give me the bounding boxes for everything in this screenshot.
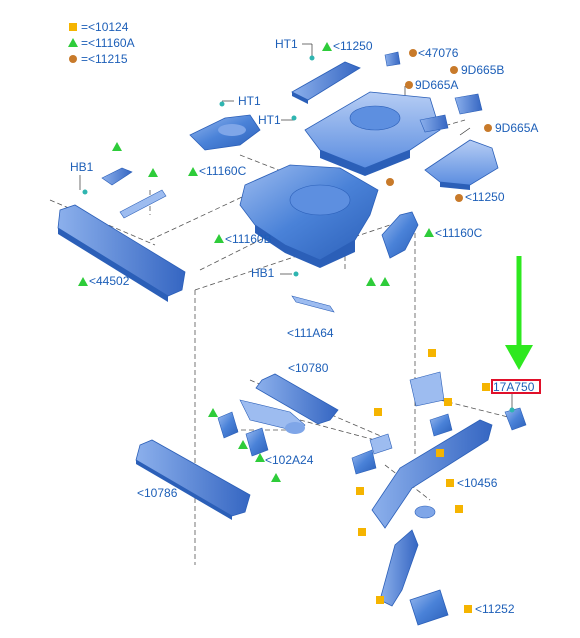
triangle-icon	[271, 473, 281, 482]
triangle-icon	[214, 234, 224, 243]
part-11160C-left	[189, 114, 261, 151]
highlight-box-17A750	[491, 379, 541, 394]
callout-44502: <44502	[89, 274, 130, 288]
callout-11250-top: <11250	[333, 39, 373, 53]
triangle-icon	[255, 453, 265, 462]
triangle-icon	[238, 440, 248, 449]
callout-111A64: <111A64	[287, 326, 334, 340]
square-icon	[374, 408, 382, 416]
part-10786	[135, 439, 251, 520]
square-icon	[428, 349, 436, 357]
legend-triangle-icon	[68, 38, 78, 47]
callout-9D665B: 9D665B	[461, 63, 505, 77]
circle-icon	[409, 49, 417, 57]
legend-entry-11215: =<11215	[81, 52, 128, 66]
callout-hb1-mid: HB1	[251, 266, 275, 280]
callout-10456: <10456	[457, 476, 498, 490]
triangle-icon	[424, 228, 434, 237]
brackets-hb1-left	[101, 167, 167, 219]
legend-entry-11160A: =<11160A	[81, 36, 135, 50]
square-icon	[356, 487, 364, 495]
triangle-icon	[380, 277, 390, 286]
callout-9D665A-right: 9D665A	[495, 121, 539, 135]
callout-47076: <47076	[418, 46, 459, 60]
callout-ht1-top: HT1	[275, 37, 298, 51]
callout-9D665A-left: 9D665A	[415, 78, 459, 92]
part-111A64	[291, 295, 335, 313]
part-11252	[379, 529, 449, 626]
triangle-icon	[322, 42, 332, 51]
part-10456	[351, 371, 493, 529]
callout-10786: <10786	[137, 486, 178, 500]
callout-11160C-left: <11160C	[199, 164, 247, 178]
square-icon	[482, 383, 490, 391]
part-11160C-right	[381, 211, 419, 259]
square-icon	[436, 449, 444, 457]
triangle-icon	[366, 277, 376, 286]
rear-floor-panel	[304, 91, 441, 176]
callout-102A24: <102A24	[265, 453, 314, 467]
circle-icon	[405, 81, 413, 89]
callout-ht1-low: HT1	[258, 113, 281, 127]
callout-10780: <10780	[288, 361, 329, 375]
callout-11250-right: <11250	[465, 190, 505, 204]
legend-circle-icon	[69, 55, 77, 63]
clip-markers	[82, 55, 515, 413]
triangle-icon	[208, 408, 218, 417]
triangle-icon	[78, 277, 88, 286]
legend-entry-10124: =<10124	[81, 20, 129, 34]
circle-icon	[450, 66, 458, 74]
part-44502	[57, 204, 186, 302]
circle-icon	[484, 124, 492, 132]
circle-icon	[455, 194, 463, 202]
panel-11250-top	[291, 61, 361, 104]
square-icon	[444, 398, 452, 406]
triangle-icon	[112, 142, 122, 151]
callout-11160B: <11160B	[225, 232, 272, 246]
circle-icon	[386, 178, 394, 186]
triangle-icon	[148, 168, 158, 177]
part-102A24	[217, 411, 269, 457]
callout-ht1-mid: HT1	[238, 94, 261, 108]
callout-11252: <11252	[475, 602, 515, 616]
small-brackets-top-right	[384, 51, 483, 133]
square-icon	[464, 605, 472, 613]
indicator-arrow	[505, 256, 533, 370]
callout-17A750: 17A750	[493, 380, 535, 394]
square-icon	[455, 505, 463, 513]
callout-hb1-left: HB1	[70, 160, 94, 174]
legend-square-icon	[69, 23, 77, 31]
square-icon	[376, 596, 384, 604]
triangle-icon	[188, 167, 198, 176]
part-17A750	[504, 407, 527, 431]
panel-11250-right	[424, 139, 499, 190]
callout-11160C-right: <11160C	[435, 226, 483, 240]
square-icon	[358, 528, 366, 536]
part-11160B	[239, 164, 379, 268]
part-10780	[239, 373, 339, 434]
square-icon	[446, 479, 454, 487]
